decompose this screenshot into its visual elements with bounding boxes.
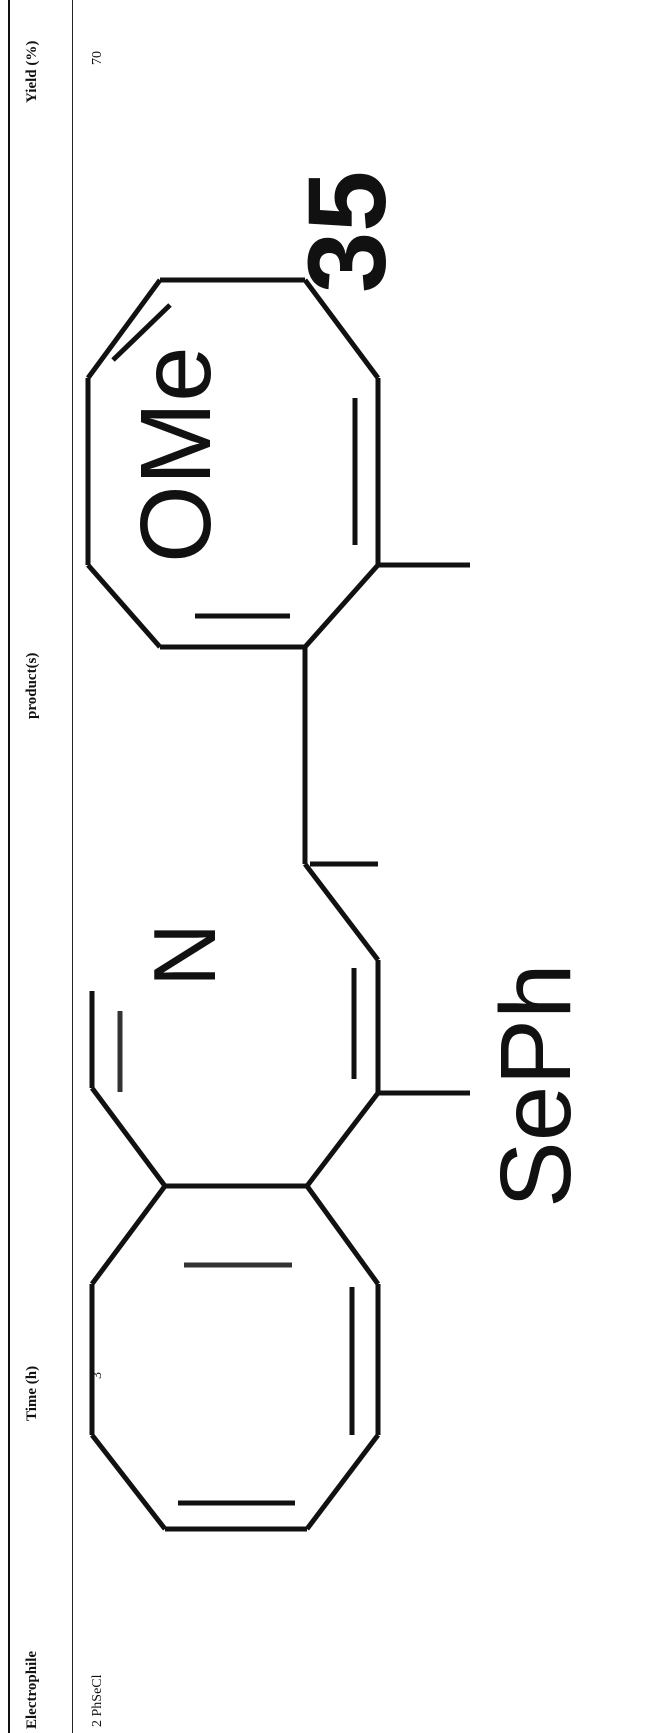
compound-number: 35 [286, 171, 409, 293]
isoquinoline-benzo-ring [89, 1183, 381, 1532]
isoquinoline-pyridine-ring [89, 862, 381, 1188]
substituent-bonds [310, 562, 470, 1096]
selenium-group-label: SePh [480, 963, 592, 1208]
nitrogen-label: N [135, 923, 234, 987]
methoxyphenyl-ring [85, 277, 381, 864]
methoxy-group-label: OMe [120, 346, 232, 563]
